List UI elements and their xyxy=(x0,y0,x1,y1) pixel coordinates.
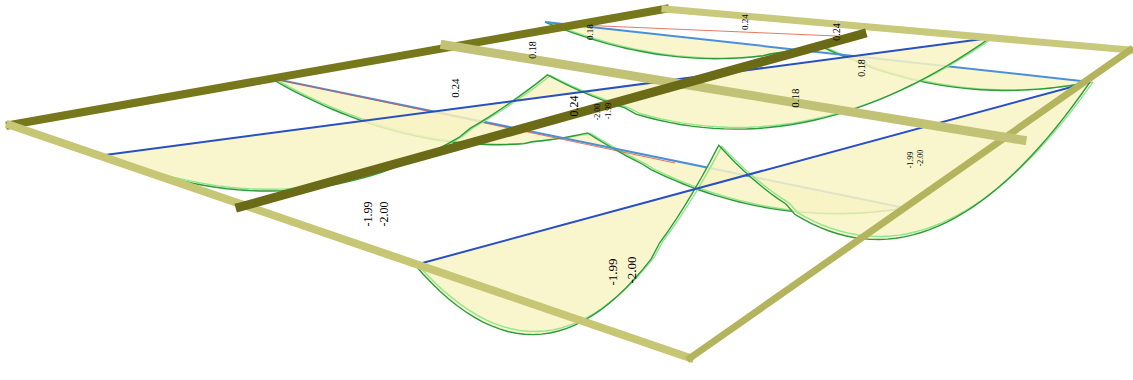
beam xyxy=(665,9,1130,50)
moment-envelope xyxy=(418,82,1093,332)
moment-value: -2.00 xyxy=(625,256,638,283)
beam xyxy=(240,34,862,207)
moment-value: 0.24 xyxy=(568,96,580,117)
moment-value: -2.00 xyxy=(594,104,602,121)
moment-value: 0.18 xyxy=(857,59,867,77)
moment-value: -1.99 xyxy=(605,103,613,120)
strip-line xyxy=(415,82,1090,265)
moment-value: -2.00 xyxy=(917,150,925,167)
moment-value: -1.99 xyxy=(907,152,915,169)
moment-value: 0.18 xyxy=(528,41,538,59)
moment-value: 0.18 xyxy=(790,88,801,107)
moment-value: 0.24 xyxy=(832,23,842,41)
moment-value: 0.24 xyxy=(450,78,461,97)
strip-line xyxy=(105,38,990,155)
moment-value: -1.99 xyxy=(362,202,374,227)
moment-value: -1.99 xyxy=(606,258,619,285)
beam xyxy=(10,125,690,358)
axis-line xyxy=(555,24,860,37)
moment-value: 0.18 xyxy=(586,24,595,40)
moment-value: -2.00 xyxy=(378,202,390,227)
moment-value: 0.24 xyxy=(741,14,750,30)
